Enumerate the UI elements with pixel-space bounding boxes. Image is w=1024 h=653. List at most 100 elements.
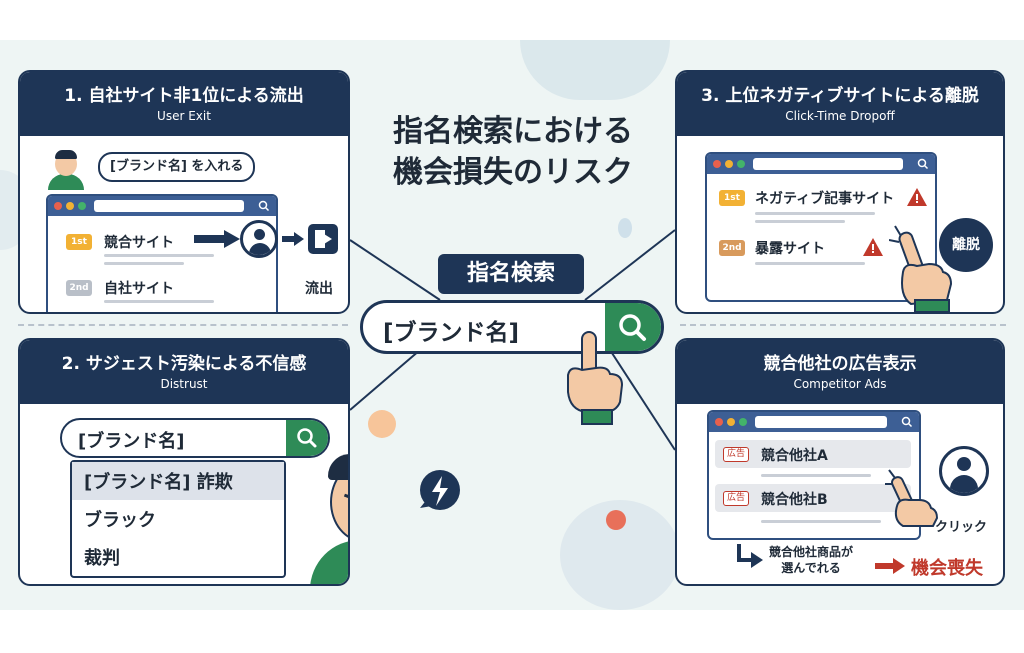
exit-door-icon: [308, 224, 338, 254]
dropoff-badge: 離脱: [939, 218, 993, 272]
main-title-line1: 指名検索における: [393, 114, 633, 149]
center-label-text: 指名検索: [466, 261, 555, 286]
user-icon: [939, 446, 989, 496]
ad-tag: 広告: [723, 447, 750, 462]
warning-icon: [863, 238, 883, 256]
connector-line-2: [349, 349, 421, 411]
suggest-search-box[interactable]: [ブランド名]: [60, 418, 330, 458]
connector-line-4: [609, 349, 676, 451]
main-title-line2: 機会損失のリスク: [393, 155, 633, 190]
panel-competitor-ads-title: 競合他社の広告表示: [763, 354, 917, 374]
panel-distrust-subtitle: Distrust: [160, 377, 208, 391]
browser-bar-4: [709, 412, 919, 432]
search-icon: [901, 416, 913, 428]
panel-click-dropoff-title: 3. 上位ネガティブサイトによる離脱: [701, 86, 979, 106]
pointing-hand-icon: [567, 331, 624, 425]
warning-icon: [907, 188, 927, 206]
panel-user-exit-title: 1. 自社サイト非1位による流出: [64, 86, 304, 106]
rank-badge-1st: 1st: [719, 190, 745, 206]
search-icon: [917, 158, 929, 170]
panel-user-exit-subtitle: User Exit: [157, 109, 211, 123]
rank-badge-2nd: 2nd: [66, 280, 92, 296]
ad-tag: 広告: [723, 491, 750, 506]
user-icon: [240, 220, 278, 258]
pointing-hand-icon: [889, 225, 953, 312]
separator-right: [680, 324, 1006, 326]
rank1-competitor-label[interactable]: 競合サイト: [104, 235, 174, 251]
center-search-query: [ブランド名]: [383, 320, 520, 346]
browser-bar-3: [707, 154, 935, 174]
angry-face-icon: [306, 444, 348, 584]
rank2-exposure-site-label[interactable]: 暴露サイト: [755, 241, 825, 257]
suggest-search-button[interactable]: [286, 420, 328, 456]
center-label: 指名検索: [438, 254, 584, 294]
dot-yellow: [727, 418, 735, 426]
center-search-button[interactable]: [605, 303, 661, 351]
result-line: [755, 212, 875, 215]
ad-competitor-b-label: 競合他社B: [761, 492, 828, 508]
user-icon-body: [249, 243, 271, 255]
result-line: [755, 220, 845, 223]
opportunity-loss-label: 機会喪失: [911, 558, 983, 579]
arrow-right-icon: [875, 558, 905, 574]
main-title: 指名検索における 機会損失のリスク: [368, 112, 658, 194]
pointing-hand-icon: [885, 469, 939, 527]
dot-green: [739, 418, 747, 426]
browser-window-4: 広告 競合他社A 広告 競合他社B: [707, 410, 921, 540]
panel-click-dropoff: 3. 上位ネガティブサイトによる離脱 Click-Time Dropoff 1s…: [675, 70, 1005, 314]
suggest-item-black[interactable]: ブラック: [84, 510, 156, 531]
angry-person-hair: [328, 454, 348, 480]
angry-person-shirt: [310, 540, 348, 584]
dot-yellow: [66, 202, 74, 210]
panel-click-dropoff-subtitle: Click-Time Dropoff: [785, 109, 895, 123]
suggest-search-query: [ブランド名]: [78, 431, 185, 452]
result-text-line1: 競合他社商品が: [769, 545, 854, 559]
user-icon-head: [957, 457, 971, 471]
input-bubble: [ブランド名] を入れる: [98, 152, 256, 182]
result-text: 競合他社商品が 選んでれる: [769, 544, 853, 576]
suggest-dropdown: [ブランド名] 詐欺 ブラック 裁判: [70, 460, 286, 578]
decor-dot-blue: [618, 218, 632, 238]
dot-red: [715, 418, 723, 426]
arrow-right-icon: [282, 232, 304, 246]
search-icon: [619, 314, 646, 341]
url-bar: [755, 416, 887, 428]
search-icon: [297, 428, 317, 448]
search-icon: [258, 200, 270, 212]
user-shirt: [48, 174, 84, 190]
panel-competitor-ads-header: 競合他社の広告表示 Competitor Ads: [677, 340, 1003, 404]
result-line: [761, 474, 871, 477]
result-line: [104, 300, 214, 303]
exit-label: 流出: [305, 281, 333, 297]
rank1-negative-article-label[interactable]: ネガティブ記事サイト: [755, 191, 895, 207]
connector-line-3: [584, 229, 676, 301]
panel-user-exit-header: 1. 自社サイト非1位による流出 User Exit: [20, 72, 348, 136]
connector-line-1: [349, 239, 441, 301]
panel-distrust: 2. サジェスト汚染による不信感 Distrust [ブランド名] [ブランド名…: [18, 338, 350, 586]
dot-green: [78, 202, 86, 210]
panel-user-exit: 1. 自社サイト非1位による流出 User Exit [ブランド名] を入れる …: [18, 70, 350, 314]
panel-distrust-title: 2. サジェスト汚染による不信感: [61, 354, 307, 374]
ad-competitor-a-label: 競合他社A: [761, 448, 828, 464]
arrow-down-right-icon: [737, 544, 763, 568]
url-bar: [753, 158, 903, 170]
browser-window-1: 1st 競合サイト 2nd 自社サイト: [46, 194, 278, 312]
lightning-bubble-icon: [420, 470, 460, 510]
arrow-right-icon: [194, 230, 240, 248]
center-search-box[interactable]: [ブランド名]: [360, 300, 664, 354]
ad-row-b[interactable]: 広告 競合他社B: [715, 484, 911, 512]
user-icon-body: [950, 475, 978, 493]
result-text-line2: 選んでれる: [781, 561, 841, 575]
result-line: [104, 262, 184, 265]
result-line: [755, 262, 865, 265]
separator-left: [18, 324, 348, 326]
ad-row-a[interactable]: 広告 競合他社A: [715, 440, 911, 468]
panel-click-dropoff-header: 3. 上位ネガティブサイトによる離脱 Click-Time Dropoff: [677, 72, 1003, 136]
rank2-own-site-label[interactable]: 自社サイト: [104, 281, 174, 297]
user-icon-head: [254, 229, 265, 240]
decor-dot-peach: [368, 410, 396, 438]
suggest-item-fraud[interactable]: [ブランド名] 詐欺: [72, 462, 284, 500]
suggest-item-lawsuit[interactable]: 裁判: [84, 548, 120, 569]
